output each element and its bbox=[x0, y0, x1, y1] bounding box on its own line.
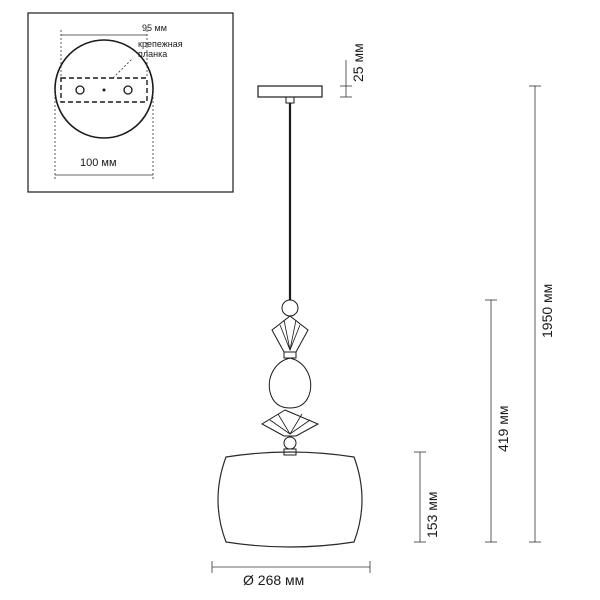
dim-diameter-label: Ø 268 мм bbox=[243, 572, 304, 588]
bracket-label-line2: планка bbox=[138, 49, 167, 59]
bracket-leader-line bbox=[112, 57, 134, 79]
dim-100-label: 100 мм bbox=[80, 157, 117, 169]
dim-1950-label: 1950 мм bbox=[539, 284, 555, 338]
lower-cage bbox=[260, 409, 320, 437]
dim-25-label: 25 мм bbox=[350, 43, 366, 82]
bracket-label-line1: крепежная bbox=[138, 39, 183, 49]
canopy-top-view-inset: 95 мм крепежная планка 100 мм bbox=[27, 12, 234, 193]
mounting-bracket bbox=[60, 77, 148, 103]
pendant-lamp bbox=[217, 85, 363, 548]
dim-153-label: 153 мм bbox=[424, 492, 440, 539]
glass-shade bbox=[217, 451, 363, 548]
canopy-nut bbox=[285, 96, 295, 104]
glass-teardrop bbox=[268, 357, 312, 409]
inset-frame bbox=[27, 12, 234, 193]
bracket-hole-left bbox=[75, 85, 85, 95]
dim-419-label: 419 мм bbox=[495, 406, 511, 453]
bracket-hole-center bbox=[102, 88, 106, 92]
top-bead bbox=[281, 299, 299, 317]
dim-95-label: 95 мм bbox=[142, 23, 167, 33]
bottom-bead bbox=[283, 436, 297, 450]
upper-collar bbox=[283, 351, 297, 359]
upper-cage bbox=[271, 315, 309, 353]
lower-cage-inner bbox=[269, 413, 311, 435]
upper-cage-inner bbox=[279, 319, 301, 352]
dimension-lines: 25 мм 1950 мм 419 мм 153 мм Ø 268 мм bbox=[211, 43, 555, 588]
ceiling-canopy bbox=[257, 85, 323, 98]
bracket-hole-right bbox=[123, 85, 133, 95]
